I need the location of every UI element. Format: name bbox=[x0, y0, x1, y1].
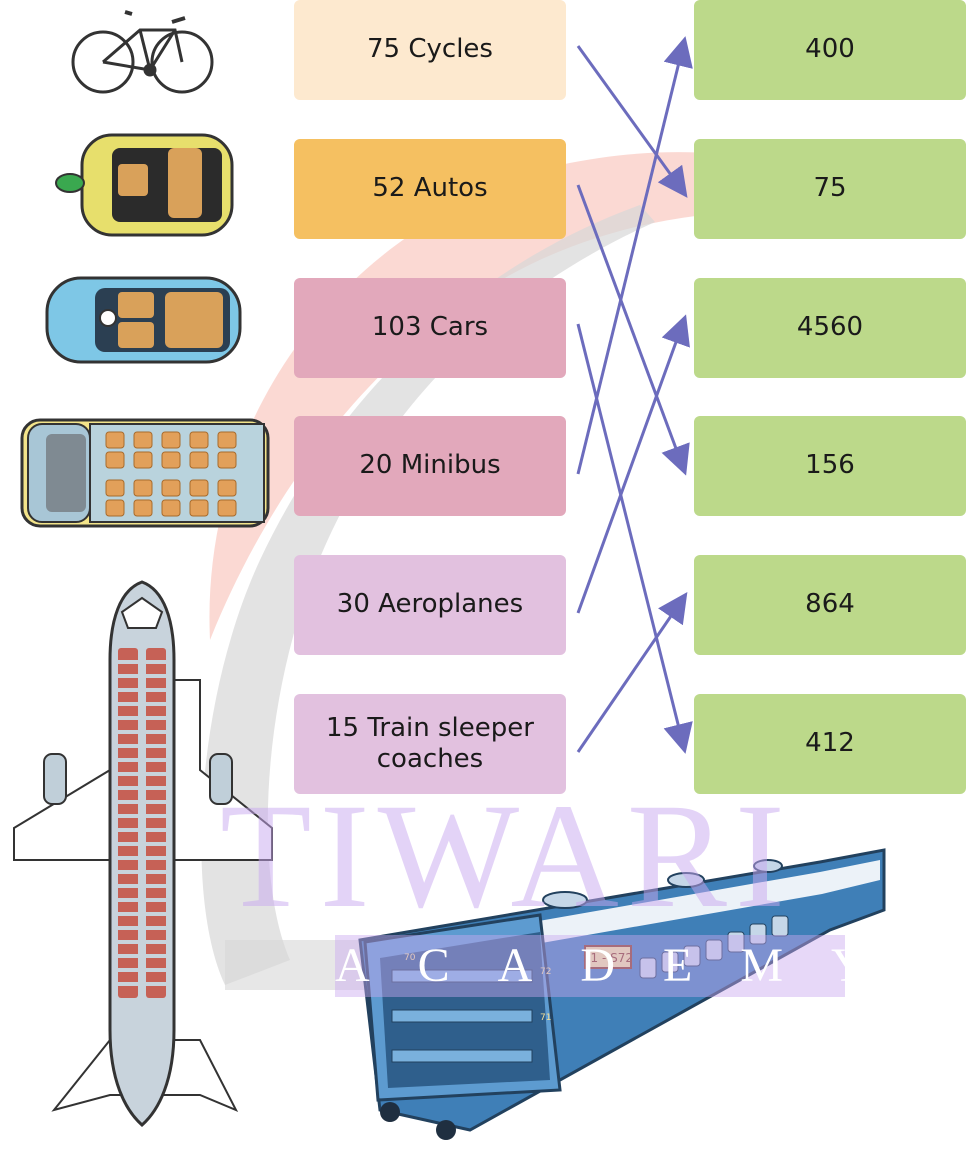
left-box-autos: 52 Autos bbox=[294, 139, 566, 239]
left-box-minibus: 20 Minibus bbox=[294, 416, 566, 516]
train-berth-number: 71 bbox=[540, 1013, 551, 1023]
left-box-label: 30 Aeroplanes bbox=[336, 589, 524, 620]
right-box-value: 75 bbox=[813, 173, 847, 204]
car-icon bbox=[45, 276, 242, 364]
left-box-label: 20 Minibus bbox=[359, 450, 501, 481]
watermark-swoosh bbox=[209, 152, 860, 640]
left-box-cycles: 75 Cycles bbox=[294, 0, 566, 100]
left-box-label: 15 Train sleeper coaches bbox=[326, 712, 534, 774]
right-box-value: 400 bbox=[805, 34, 855, 65]
left-box-aeroplanes: 30 Aeroplanes bbox=[294, 555, 566, 655]
train-coach-sign: S1 - S72 bbox=[583, 951, 633, 965]
left-box-train-coaches: 15 Train sleeper coaches bbox=[294, 694, 566, 794]
auto-rickshaw-icon bbox=[55, 133, 234, 237]
train-coach-icon: S1 - S72 70 72 71 bbox=[358, 848, 886, 1140]
right-box: 400 bbox=[694, 0, 966, 100]
left-box-label: 103 Cars bbox=[371, 312, 489, 343]
connection-arrow bbox=[576, 323, 693, 754]
train-berth-number: 70 bbox=[404, 953, 416, 963]
connection-arrow bbox=[576, 314, 690, 614]
minibus-icon bbox=[20, 418, 270, 528]
connection-arrow bbox=[576, 45, 688, 198]
right-box-value: 864 bbox=[805, 589, 855, 620]
connection-arrow bbox=[576, 184, 690, 476]
right-box: 156 bbox=[694, 416, 966, 516]
right-box: 864 bbox=[694, 555, 966, 655]
right-box-value: 4560 bbox=[796, 312, 864, 343]
right-box-value: 412 bbox=[805, 728, 855, 759]
right-box: 75 bbox=[694, 139, 966, 239]
train-berth-number: 72 bbox=[540, 967, 551, 977]
connection-arrow bbox=[576, 592, 688, 753]
bicycle-icon bbox=[71, 10, 214, 94]
right-box: 4560 bbox=[694, 278, 966, 378]
right-box-value: 156 bbox=[805, 450, 855, 481]
left-box-label: 75 Cycles bbox=[367, 34, 493, 65]
left-box-label: 52 Autos bbox=[372, 173, 488, 204]
left-box-cars: 103 Cars bbox=[294, 278, 566, 378]
right-box: 412 bbox=[694, 694, 966, 794]
connection-arrow bbox=[576, 36, 693, 475]
aeroplane-icon bbox=[13, 580, 273, 1128]
